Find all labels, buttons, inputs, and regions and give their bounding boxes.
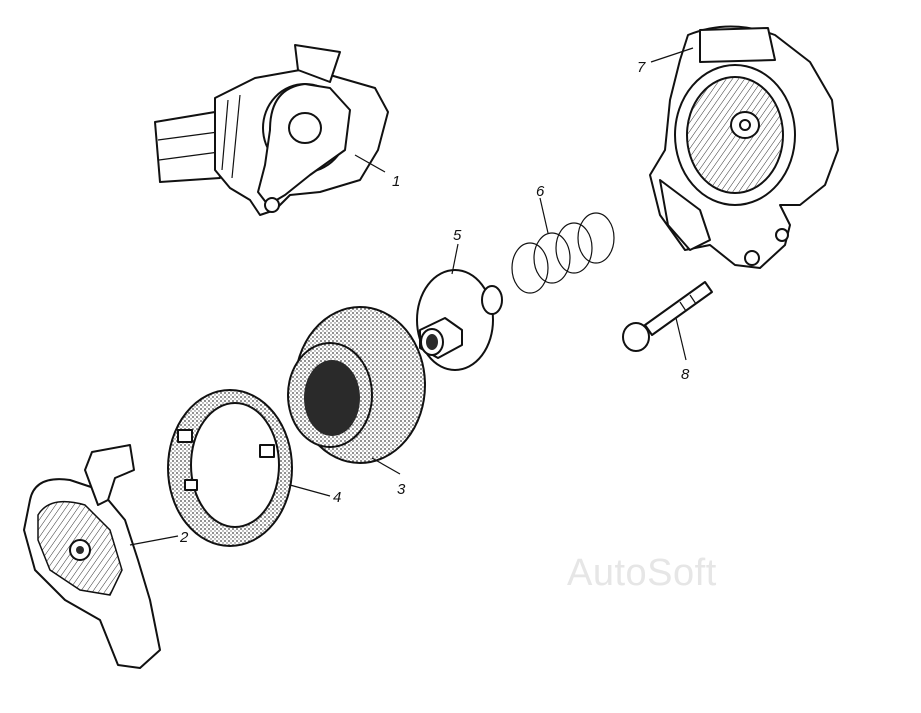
part-3-bushing xyxy=(287,306,426,464)
part-6-spring xyxy=(511,212,615,294)
leader-6 xyxy=(539,197,549,234)
part-7-housing xyxy=(649,25,839,269)
callout-1: 1 xyxy=(392,173,400,190)
leader-lines xyxy=(129,47,694,546)
leader-8 xyxy=(675,317,687,361)
leader-7 xyxy=(650,47,694,63)
leader-1 xyxy=(354,154,386,173)
callout-2: 2 xyxy=(179,529,189,546)
callout-7: 7 xyxy=(637,59,646,76)
part-8-bolt xyxy=(622,281,713,352)
leader-5 xyxy=(451,243,459,275)
callout-8: 8 xyxy=(681,366,690,383)
callout-5: 5 xyxy=(453,227,462,244)
leader-2 xyxy=(129,535,179,546)
leader-3 xyxy=(371,457,401,475)
callout-6: 6 xyxy=(536,183,545,200)
callout-3: 3 xyxy=(397,481,406,498)
part-4-ring xyxy=(167,389,293,547)
callout-4: 4 xyxy=(333,489,341,506)
part-1-rotor xyxy=(154,44,389,216)
leader-4 xyxy=(289,484,331,497)
part-5-spring-seat xyxy=(416,269,503,371)
part-2-cam-plate xyxy=(23,444,161,669)
callout-labels: 1 2 3 4 5 6 7 8 xyxy=(179,59,690,546)
watermark-text: AutoSoft xyxy=(567,552,717,594)
